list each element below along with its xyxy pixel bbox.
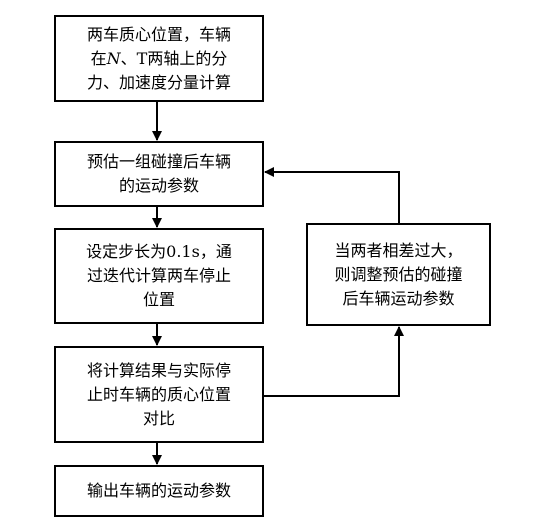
step2-line1: 预估一组碰撞后车辆 [86,152,231,171]
step3-line3: 位置 [142,290,175,309]
step-compare-box: 将计算结果与实际停 止时车辆的质心位置 对比 [54,346,264,443]
step1-line1: 两车质心位置，车辆 [86,24,231,44]
step4-line1: 将计算结果与实际停 [86,360,231,380]
step4-line3: 对比 [142,408,175,428]
arrow-step4-to-feedback [264,326,404,397]
step4-line2: 止时车辆的质心位置 [86,384,231,404]
feedback-adjust-box: 当两者相差过大， 则调整预估的碰撞 后车辆运动参数 [306,223,491,326]
feedback-line3: 后车辆运动参数 [342,288,455,308]
feedback-line1: 当两者相差过大， [334,240,463,260]
step2-line2: 的运动参数 [118,176,199,195]
arrow-feedback-to-step2 [264,167,400,223]
step3-line2: 过迭代计算两车停止 [86,266,231,285]
step5-line1: 输出车辆的运动参数 [86,481,231,500]
step1-line2: 在N、T两轴上的分 [90,48,228,68]
step3-line1: 设定步长为0.1s，通 [86,242,232,261]
step1-line3: 力、加速度分量计算 [86,72,231,92]
feedback-line2: 则调整预估的碰撞 [334,264,463,284]
step-iterate-box: 设定步长为0.1s，通 过迭代计算两车停止 位置 [54,228,264,324]
step-output-box: 输出车辆的运动参数 [54,465,264,517]
step-force-calculation-box: 两车质心位置，车辆 在N、T两轴上的分 力、加速度分量计算 [54,15,264,102]
step-estimate-params-box: 预估一组碰撞后车辆 的运动参数 [54,141,264,207]
